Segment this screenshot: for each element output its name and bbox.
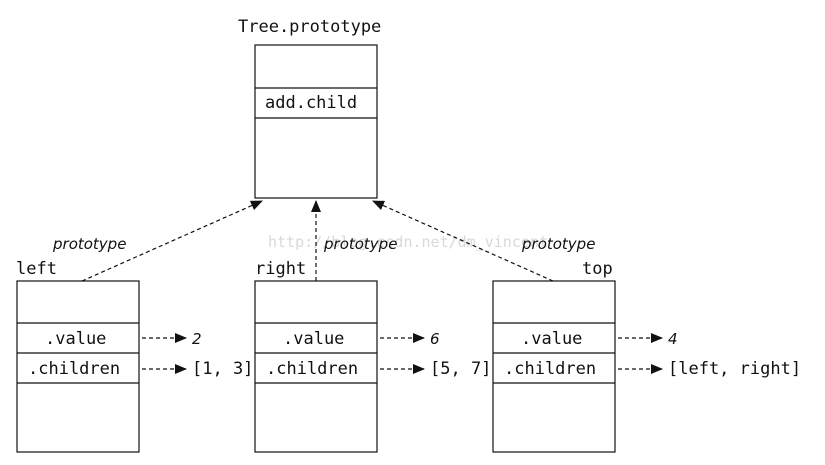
- object-name: left: [16, 259, 57, 279]
- prototype-title: Tree.prototype: [238, 17, 381, 37]
- children-result: [5, 7]: [430, 359, 491, 379]
- prototype-method: add.child: [265, 93, 357, 113]
- children-field: .children: [266, 359, 358, 379]
- value-field: .value: [521, 329, 582, 349]
- children-result: [1, 3]: [192, 359, 253, 379]
- prototype-label-left: prototype: [52, 235, 126, 253]
- children-field: .children: [504, 359, 596, 379]
- prototype-label-top: prototype: [521, 235, 595, 253]
- object-top: top .value .children 4 [left, right]: [492, 259, 801, 453]
- value-result: 4: [668, 330, 678, 348]
- object-name: right: [255, 259, 306, 279]
- prototype-arrow-left: [81, 200, 263, 282]
- value-result: 2: [192, 330, 202, 348]
- object-box: [492, 280, 616, 453]
- object-box: [254, 280, 378, 453]
- children-result: [left, right]: [668, 359, 801, 379]
- object-right: right .value .children 6 [5, 7]: [254, 259, 491, 453]
- watermark: http://blog.csdn.net/dm_vincent: [268, 233, 548, 251]
- value-field: .value: [283, 329, 344, 349]
- prototype-label-right: prototype: [323, 235, 397, 253]
- object-left: left .value .children 2 [1, 3]: [16, 259, 253, 453]
- object-box: [16, 280, 140, 453]
- value-field: .value: [45, 329, 106, 349]
- prototype-node: Tree.prototype add.child: [238, 17, 381, 199]
- prototype-arrow-top: [372, 200, 554, 282]
- value-result: 6: [430, 330, 440, 348]
- children-field: .children: [28, 359, 120, 379]
- object-name: top: [582, 259, 613, 279]
- prototype-box: [254, 44, 378, 199]
